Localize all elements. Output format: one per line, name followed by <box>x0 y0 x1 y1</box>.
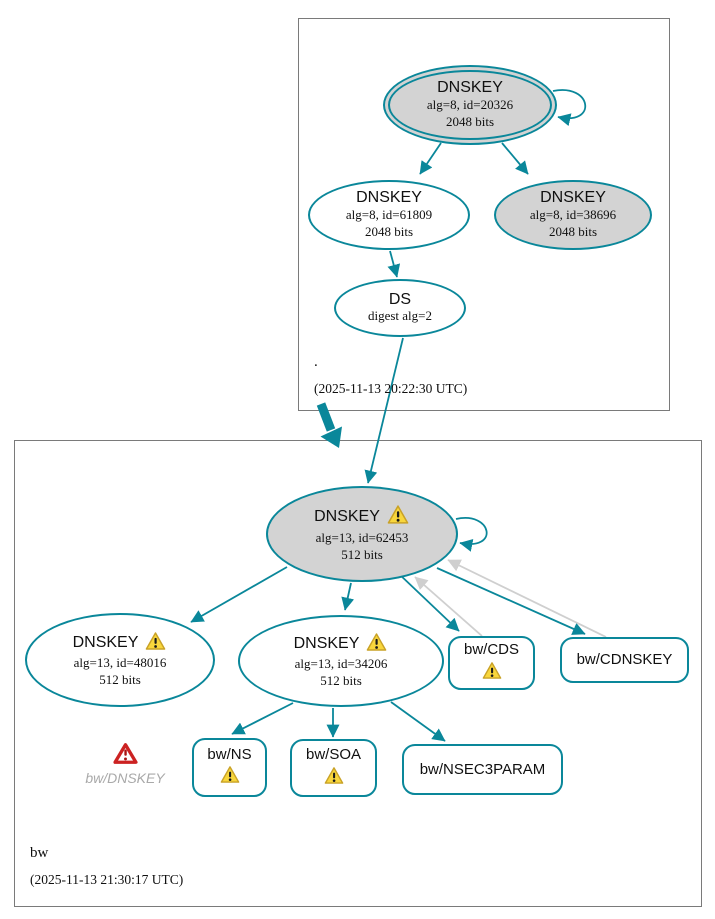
node-attrs: alg=13, id=48016 <box>73 655 167 671</box>
edge-bw-ksk-self-loop <box>455 517 488 552</box>
node-attrs: alg=8, id=38696 <box>529 206 617 222</box>
bw-zone-box <box>14 440 702 907</box>
node-title: DNSKEY <box>293 635 360 653</box>
node-title: DNSKEY <box>437 79 503 97</box>
node-title: bw/SOA <box>305 746 362 764</box>
node-bits: 2048 bits <box>445 113 495 129</box>
warning-icon <box>219 765 241 789</box>
node-bw-dnskey-48016[interactable]: DNSKEY alg=13, id=48016 512 bits <box>25 613 215 707</box>
node-attrs: digest alg=2 <box>367 308 433 324</box>
node-title: DNSKEY <box>72 634 139 652</box>
node-title: bw/NS <box>207 745 252 763</box>
warning-icon <box>481 661 503 685</box>
bw-zone-name: bw <box>30 845 49 861</box>
node-title: DNSKEY <box>314 508 380 526</box>
edge-root-ksk-self-loop <box>552 89 587 127</box>
edge-cdnskey-to-bw-ksk-gray <box>447 559 607 638</box>
node-root-ksk-dnskey-20326[interactable]: DNSKEY alg=8, id=20326 2048 bits <box>383 65 557 145</box>
node-bits: 2048 bits <box>364 223 414 239</box>
node-bw-ksk-dnskey-62453[interactable]: DNSKEY alg=13, id=62453 512 bits <box>266 486 458 582</box>
root-zone-timestamp: (2025-11-13 20:22:30 UTC) <box>314 381 468 396</box>
edge-bw-zsk-to-ns <box>231 702 294 735</box>
edge-ds-to-bw-ksk <box>364 337 404 484</box>
node-root-ds[interactable]: DS digest alg=2 <box>334 279 466 337</box>
edge-bw-ksk-to-cds <box>397 572 460 632</box>
node-root-dnskey-38696[interactable]: DNSKEY alg=8, id=38696 2048 bits <box>494 180 652 250</box>
node-root-zsk-dnskey-61809[interactable]: DNSKEY alg=8, id=61809 2048 bits <box>308 180 470 250</box>
node-bw-nsec3param[interactable]: bw/NSEC3PARAM <box>402 744 563 795</box>
root-zone-box <box>298 18 670 411</box>
edge-cds-to-bw-ksk-gray <box>414 576 483 637</box>
node-attrs: alg=8, id=20326 <box>426 96 514 112</box>
node-title: bw/CDS <box>463 641 519 659</box>
warning-icon <box>323 766 345 790</box>
node-bits: 512 bits <box>341 546 383 562</box>
node-bw-zsk-dnskey-34206[interactable]: DNSKEY alg=13, id=34206 512 bits <box>238 615 444 707</box>
edge-bw-ksk-to-key48016 <box>190 566 288 623</box>
edge-bw-zsk-to-nsec3param <box>390 701 446 742</box>
node-bits: 512 bits <box>99 672 141 688</box>
node-title: DS <box>388 290 412 308</box>
edge-bw-ksk-to-cdnskey <box>436 567 586 635</box>
node-title: DNSKEY <box>356 189 422 207</box>
node-attrs: alg=13, id=62453 <box>315 529 409 545</box>
root-zone-name: . <box>314 354 318 370</box>
edge-root-zone-to-bw-zone-arrowhead <box>320 426 342 448</box>
node-bw-soa[interactable]: bw/SOA <box>290 739 377 797</box>
error-icon <box>112 742 138 770</box>
node-title: bw/CDNSKEY <box>576 651 673 669</box>
node-bw-cds[interactable]: bw/CDS <box>448 636 535 690</box>
node-bw-ns[interactable]: bw/NS <box>192 738 267 797</box>
node-bits: 2048 bits <box>548 223 598 239</box>
edge-bw-ksk-to-zsk <box>341 582 355 611</box>
node-title: bw/NSEC3PARAM <box>419 760 546 778</box>
node-attrs: alg=8, id=61809 <box>345 206 433 222</box>
edge-root-zone-to-bw-zone-shaft <box>316 402 336 432</box>
node-title: bw/DNSKEY <box>85 770 165 786</box>
edge-root-zsk-to-ds <box>387 250 401 278</box>
node-attrs: alg=13, id=34206 <box>294 656 388 672</box>
edge-root-ksk-to-zsk <box>419 142 442 175</box>
edge-root-ksk-to-key38696 <box>501 142 529 175</box>
warning-icon <box>386 504 410 530</box>
bw-zone-timestamp: (2025-11-13 21:30:17 UTC) <box>30 872 184 887</box>
node-bw-dnskey-missing: bw/DNSKEY <box>75 742 175 785</box>
warning-icon <box>365 632 388 657</box>
node-title: DNSKEY <box>540 189 606 207</box>
warning-icon <box>144 631 167 656</box>
node-bw-cdnskey[interactable]: bw/CDNSKEY <box>560 637 689 683</box>
node-bits: 512 bits <box>320 673 362 689</box>
